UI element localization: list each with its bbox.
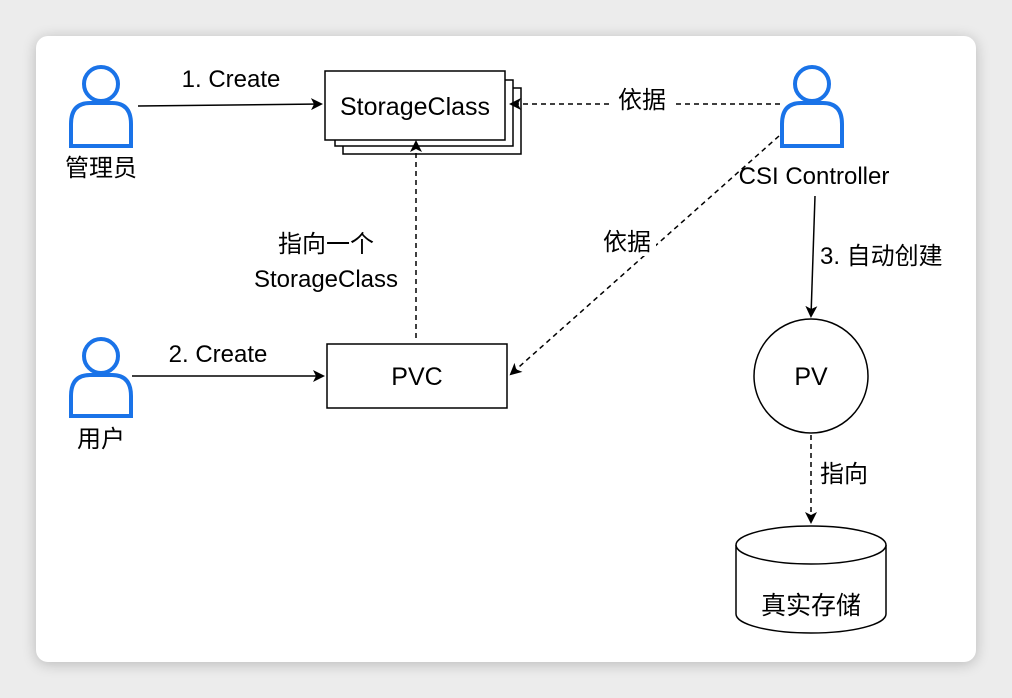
pvc-node: PVC (326, 343, 508, 409)
pv-label: PV (794, 363, 828, 391)
edge-csi-to-storageclass-label: 依据 (618, 87, 666, 114)
edge-admin-create-label: 1. Create (182, 66, 281, 93)
edge-pv-to-storage-label: 指向 (820, 461, 868, 488)
storage-cylinder-node: 真实存储 (735, 525, 887, 634)
edge-csi-to-pvc (509, 135, 780, 376)
edge-pvc-to-storageclass-label-line1: 指向一个 (278, 231, 374, 258)
storageclass-label: StorageClass (340, 93, 490, 121)
edge-csi-to-storageclass-label-bg (612, 88, 672, 118)
edge-csi-to-pvc-label-bg (596, 226, 656, 256)
edge-user-create-label: 2. Create (169, 341, 268, 368)
pvc-label: PVC (391, 363, 442, 391)
csi-controller-label: CSI Controller (739, 163, 890, 190)
edge-pvc-to-storageclass-label-bg (240, 228, 412, 296)
edge-admin-create (137, 98, 323, 111)
edge-csi-to-pvc-label: 依据 (603, 229, 651, 256)
admin-actor-icon (69, 65, 133, 148)
pv-node: PV (753, 318, 869, 434)
edge-csi-create-pv (805, 195, 818, 318)
user-actor-icon (69, 337, 133, 418)
edge-csi-create-pv-label: 3. 自动创建 (820, 243, 943, 270)
admin-label: 管理员 (65, 155, 137, 182)
storageclass-node: StorageClass (324, 70, 522, 155)
edge-pvc-to-storageclass-label-line2: StorageClass (254, 266, 398, 293)
storage-label: 真实存储 (761, 592, 861, 620)
csi-controller-actor-icon (780, 65, 844, 148)
user-label: 用户 (77, 426, 125, 453)
